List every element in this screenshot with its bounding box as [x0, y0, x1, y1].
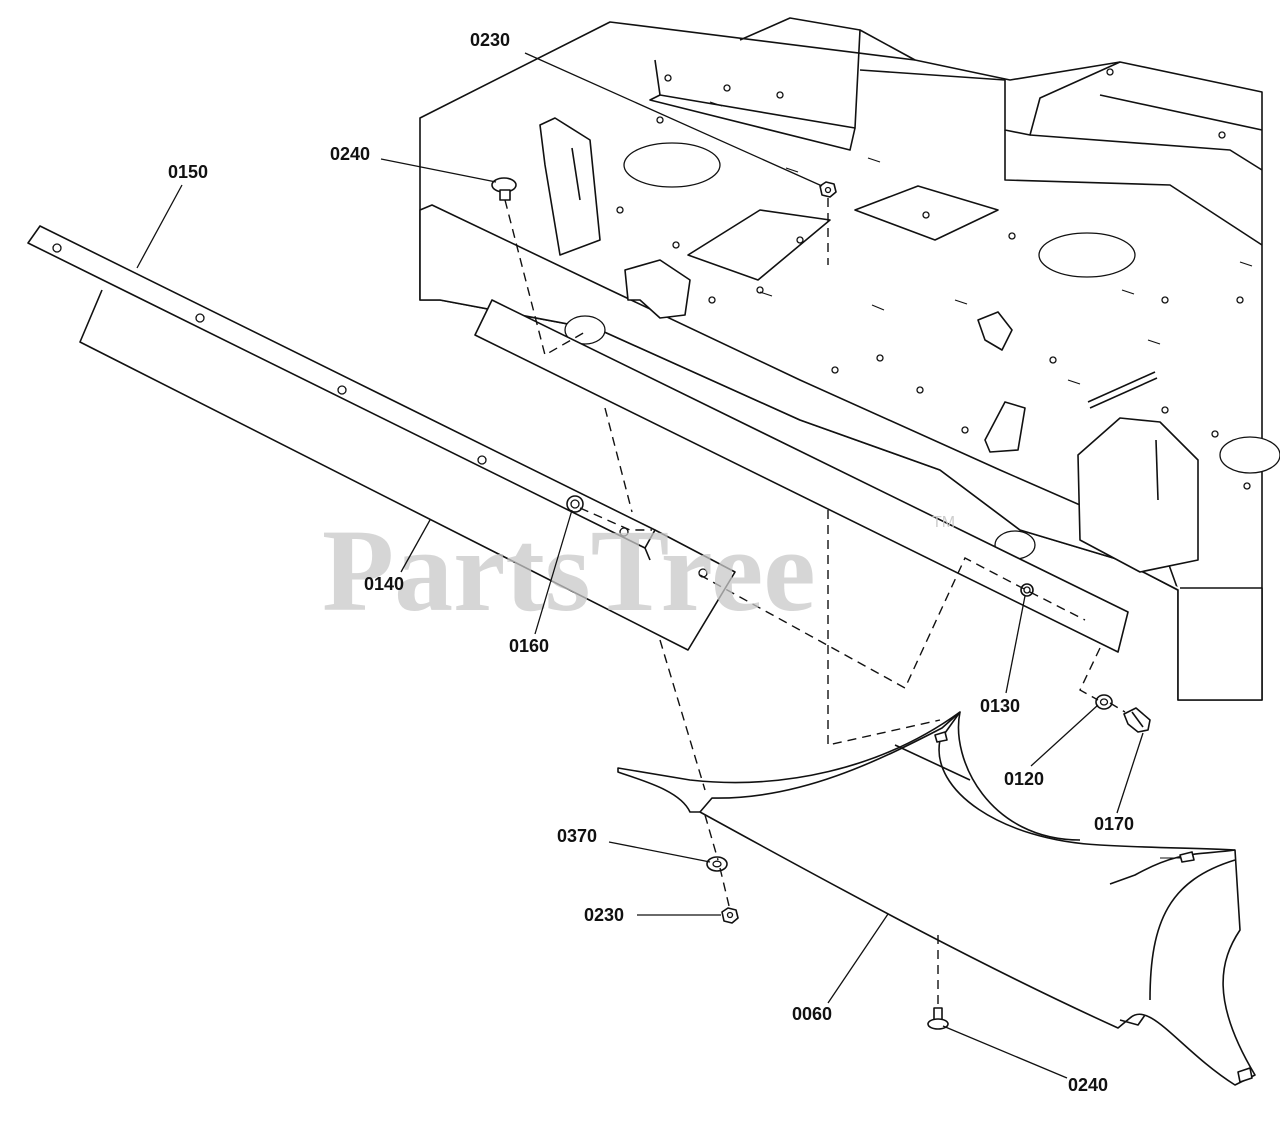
watermark: PartsTree TM — [322, 505, 955, 636]
discharge-chute — [617, 711, 1256, 1086]
callout-0240-upper: 0240 — [330, 144, 370, 164]
callout-0230-lower: 0230 — [584, 905, 624, 925]
watermark-text: PartsTree — [322, 505, 816, 636]
mower-deck — [419, 17, 1280, 701]
callout-0240-lower: 0240 — [1068, 1075, 1108, 1095]
rubber-flap — [27, 225, 736, 651]
washer-right — [1095, 694, 1113, 710]
callout-0140: 0140 — [364, 574, 404, 594]
callout-0130: 0130 — [980, 696, 1020, 716]
leader-lines — [136, 52, 1144, 1079]
nut-strip — [566, 495, 584, 513]
callout-0230-upper: 0230 — [470, 30, 510, 50]
bolt-right — [1123, 707, 1151, 733]
carriage-bolt-lower — [927, 1007, 949, 1030]
callout-0370: 0370 — [557, 826, 597, 846]
callout-labels: 0230 0240 0150 0140 0160 0130 0120 0170 … — [168, 30, 1134, 1095]
nut-lower — [721, 907, 739, 924]
callout-0150: 0150 — [168, 162, 208, 182]
callout-0120: 0120 — [1004, 769, 1044, 789]
callout-0060: 0060 — [792, 1004, 832, 1024]
assembly-lines — [504, 198, 1126, 1006]
nut-upper — [819, 181, 837, 198]
watermark-trademark: TM — [932, 514, 955, 531]
carriage-bolt-upper — [491, 177, 517, 201]
callout-0160: 0160 — [509, 636, 549, 656]
callout-0170: 0170 — [1094, 814, 1134, 834]
washer-lower — [706, 856, 728, 872]
nut-right — [1020, 583, 1034, 597]
